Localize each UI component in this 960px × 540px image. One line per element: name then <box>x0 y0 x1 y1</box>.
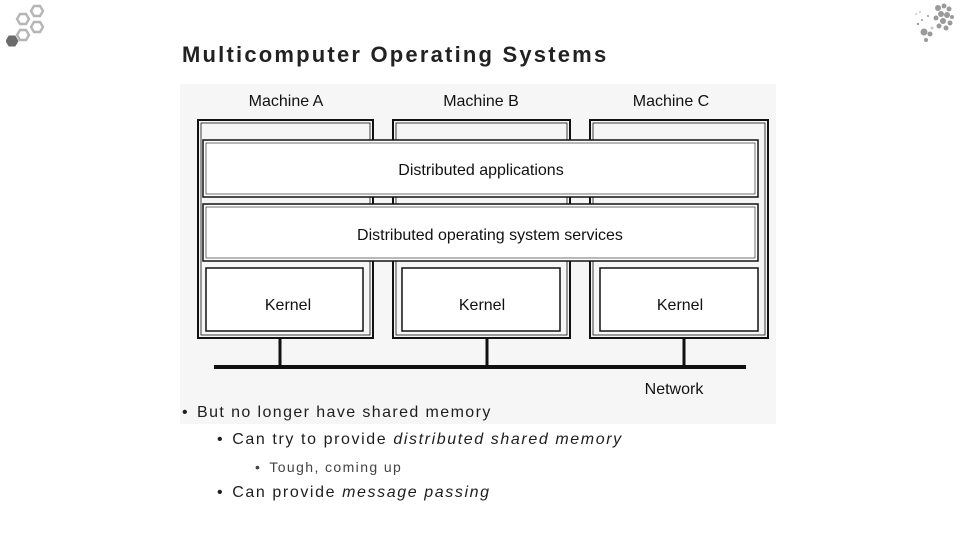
bullet-marker: • <box>217 431 225 448</box>
kernel-label-a: Kernel <box>265 297 311 314</box>
slide-title: Multicomputer Operating Systems <box>182 42 609 67</box>
kernel-box-c: Kernel <box>599 267 759 332</box>
bullet-emphasis: distributed shared memory <box>393 431 623 448</box>
distributed-applications-label: Distributed applications <box>398 162 563 179</box>
distributed-applications-layer: Distributed applications <box>202 139 759 198</box>
network-bus <box>214 338 746 369</box>
machine-label-c: Machine C <box>633 93 709 110</box>
bullet-item-shared-memory: • But no longer have shared memory <box>182 404 492 422</box>
distributed-os-services-layer: Distributed operating system services <box>202 203 759 262</box>
kernel-box-b: Kernel <box>401 267 561 332</box>
bullet-text: Can try to provide <box>232 431 394 448</box>
dotted-sphere-icon <box>908 2 956 53</box>
bullet-marker: • <box>255 459 262 475</box>
bullet-marker: • <box>182 404 190 421</box>
kernel-label-b: Kernel <box>459 297 505 314</box>
bullet-marker: • <box>217 484 225 501</box>
bullet-item-tough: • Tough, coming up <box>255 459 402 475</box>
machine-label-a: Machine A <box>249 93 324 110</box>
bullet-emphasis: message passing <box>342 484 491 501</box>
bullet-item-distributed-shared-memory: • Can try to provide distributed shared m… <box>217 431 623 449</box>
kernel-box-a: Kernel <box>205 267 364 332</box>
bullet-text: Can provide <box>232 484 343 501</box>
bullet-text: But no longer have shared memory <box>197 404 492 421</box>
bullet-item-message-passing: • Can provide message passing <box>217 484 491 502</box>
hexagon-logo-icon <box>5 4 52 57</box>
multicomputer-os-diagram: Machine A Machine B Machine C Distribute… <box>180 84 776 424</box>
distributed-os-services-label: Distributed operating system services <box>357 227 623 244</box>
machine-label-b: Machine B <box>443 93 519 110</box>
network-label: Network <box>645 381 705 398</box>
bullet-text: Tough, coming up <box>269 459 403 475</box>
kernel-label-c: Kernel <box>657 297 703 314</box>
